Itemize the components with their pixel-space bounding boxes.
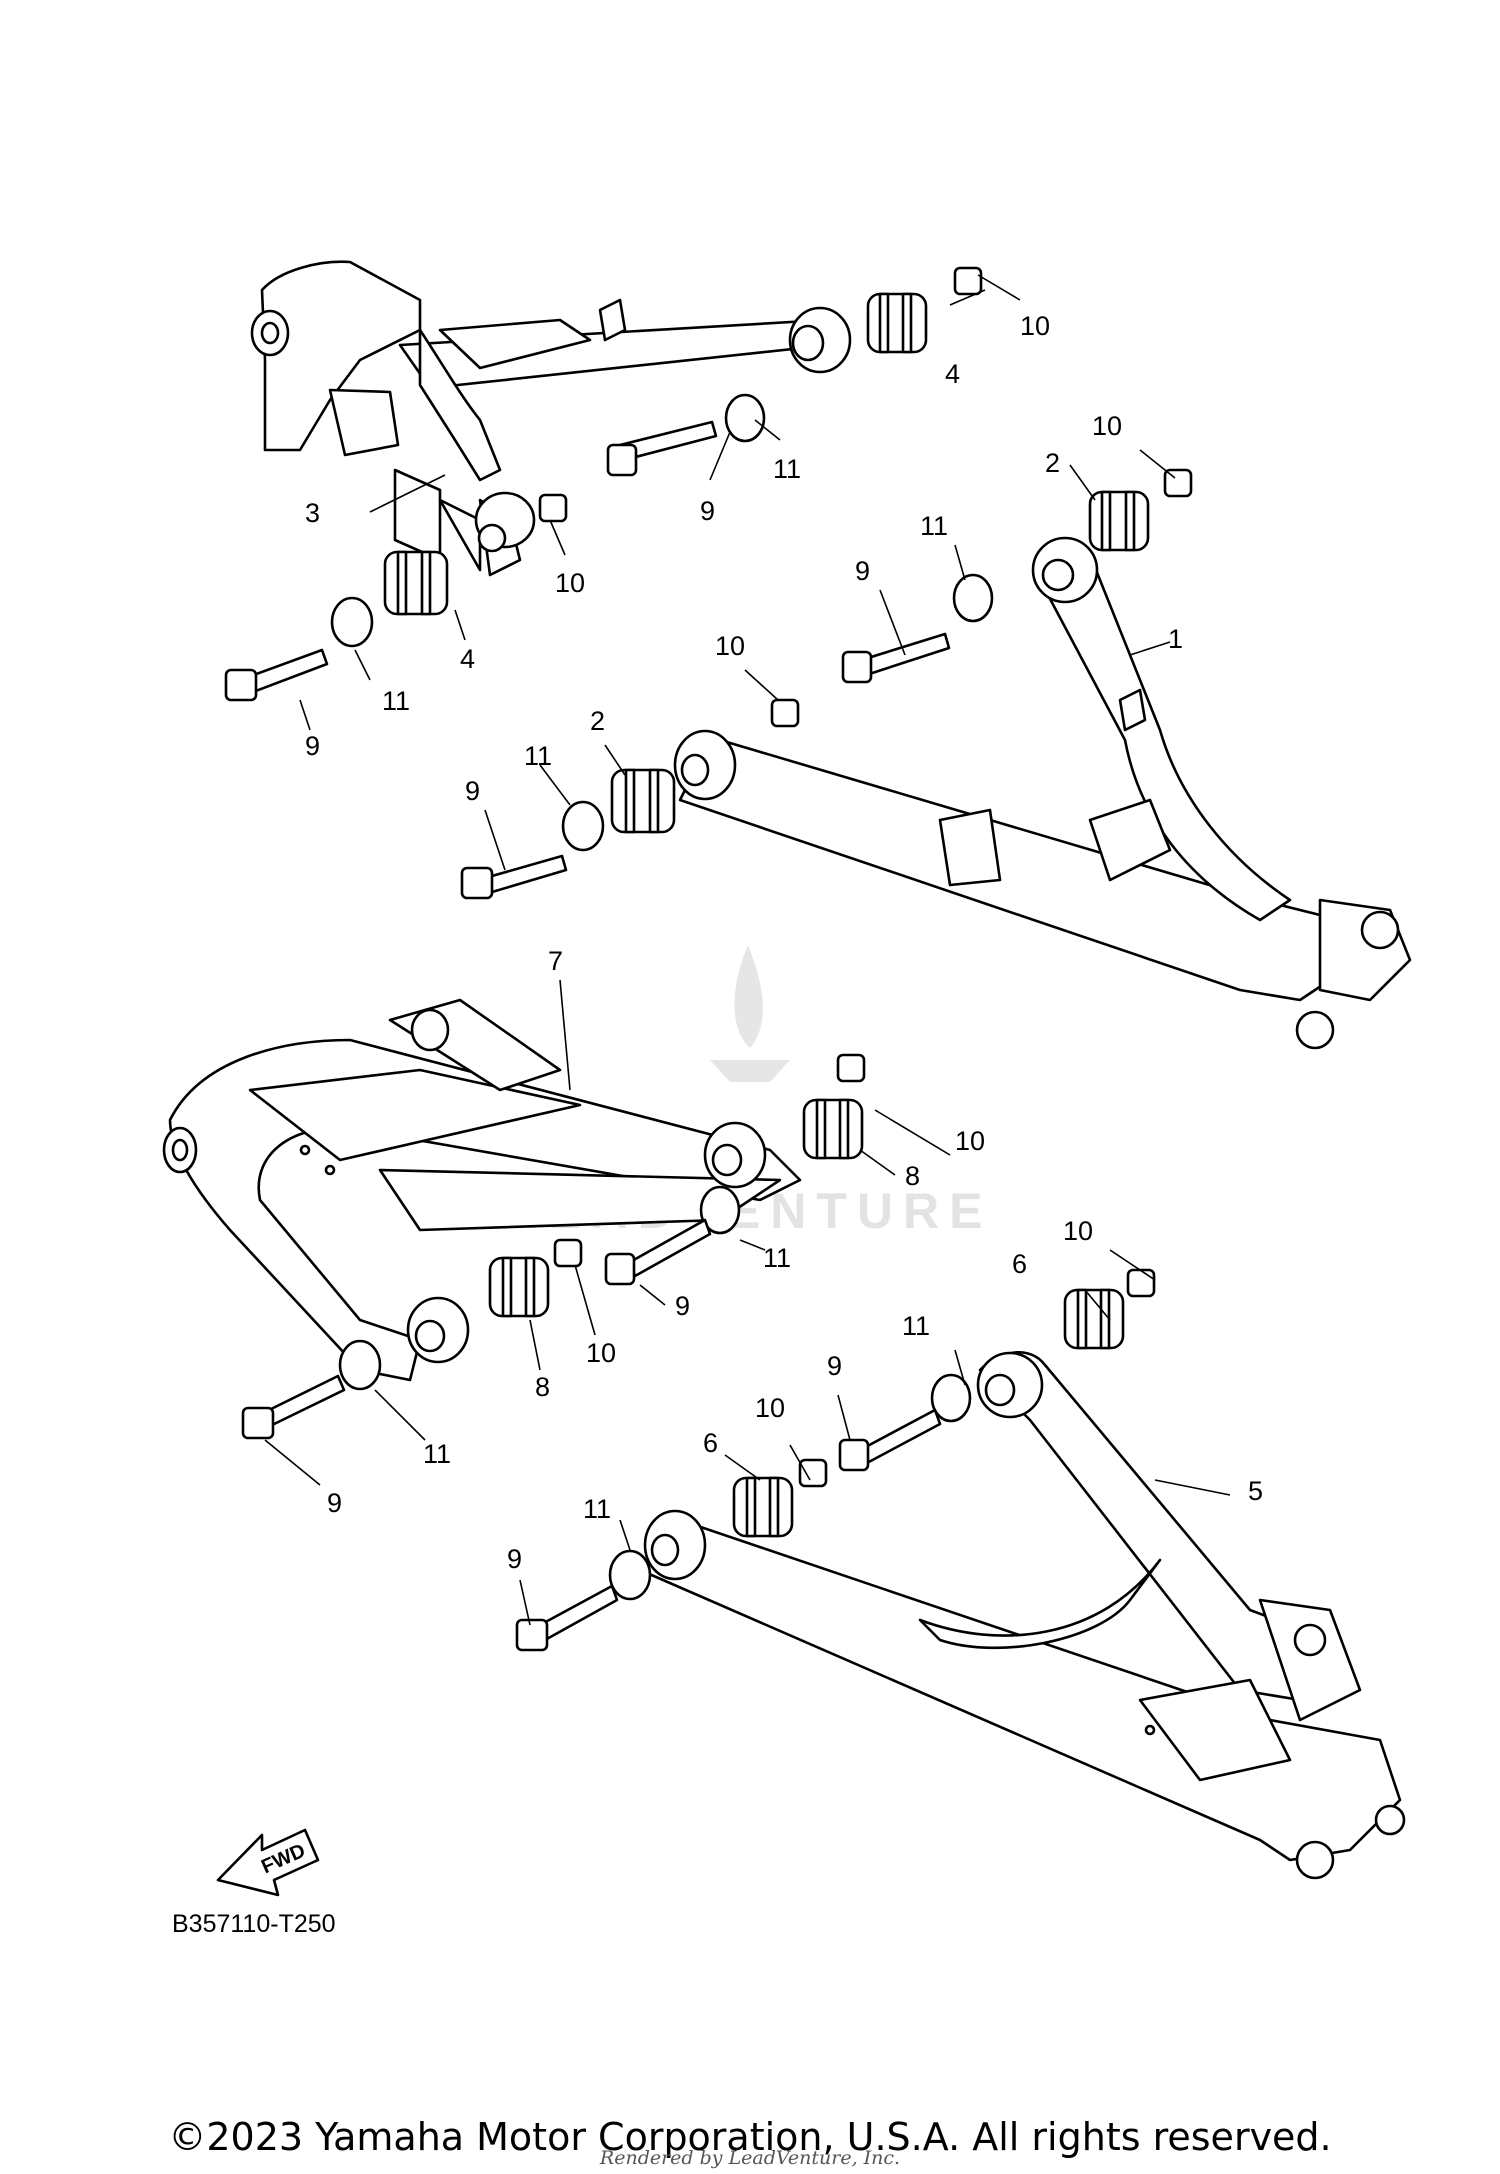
callout-11-d: 11 xyxy=(524,741,552,771)
callout-labels: 1 2 2 3 4 4 5 6 6 7 8 8 9 9 9 9 9 9 9 9 … xyxy=(305,311,1263,1574)
callout-9-a: 9 xyxy=(700,496,715,526)
rendered-by-notice: Rendered by LeadVenture, Inc. xyxy=(599,2147,901,2169)
callout-9-g: 9 xyxy=(827,1351,842,1381)
callout-11-a: 11 xyxy=(773,454,801,484)
leader-lines xyxy=(264,274,1231,1626)
callout-11-h: 11 xyxy=(583,1494,611,1524)
callout-10-g: 10 xyxy=(1063,1216,1093,1246)
callout-9-c: 9 xyxy=(855,556,870,586)
diagram-code: B357110-T250 xyxy=(172,1910,336,1938)
callout-4-upper: 4 xyxy=(945,359,960,389)
arm-5-lower-right xyxy=(638,1351,1406,1880)
callout-10-a: 10 xyxy=(1020,311,1050,341)
arm-1-upper-right xyxy=(673,536,1412,1050)
callout-11-b: 11 xyxy=(382,686,410,716)
callout-9-d: 9 xyxy=(465,776,480,806)
callout-9-f: 9 xyxy=(327,1488,342,1518)
arm-7-lower-left xyxy=(162,998,802,1382)
arm-3-upper-left xyxy=(250,260,852,577)
callout-11-c: 11 xyxy=(920,511,948,541)
hardware-group-1 xyxy=(460,468,1193,900)
callout-7: 7 xyxy=(548,946,563,976)
callout-3: 3 xyxy=(305,498,320,528)
callout-8-upper: 8 xyxy=(905,1161,920,1191)
callout-8-lower: 8 xyxy=(535,1372,550,1402)
callout-11-e: 11 xyxy=(763,1243,791,1273)
callout-9-b: 9 xyxy=(305,731,320,761)
callout-6-lower: 6 xyxy=(703,1428,718,1458)
callout-10-c: 10 xyxy=(1092,411,1122,441)
hardware-group-5 xyxy=(515,1268,1156,1652)
callout-10-h: 10 xyxy=(755,1393,785,1423)
callout-10-f: 10 xyxy=(586,1338,616,1368)
callout-11-f: 11 xyxy=(423,1439,451,1469)
callout-11-g: 11 xyxy=(902,1311,930,1341)
callout-9-e: 9 xyxy=(675,1291,690,1321)
fwd-arrow-icon: FWD xyxy=(216,1828,320,1897)
callout-2-lower: 2 xyxy=(590,706,605,736)
callout-9-h: 9 xyxy=(507,1544,522,1574)
callout-5: 5 xyxy=(1248,1476,1263,1506)
callout-6-upper: 6 xyxy=(1012,1249,1027,1279)
callout-1: 1 xyxy=(1168,624,1183,654)
hardware-group-3 xyxy=(224,266,983,702)
callout-2-upper: 2 xyxy=(1045,448,1060,478)
callout-4-lower: 4 xyxy=(460,644,475,674)
callout-10-e: 10 xyxy=(955,1126,985,1156)
copyright-notice: ©2023 Yamaha Motor Corporation, U.S.A. A… xyxy=(168,2115,1332,2159)
callout-10-b: 10 xyxy=(555,568,585,598)
callout-10-d: 10 xyxy=(715,631,745,661)
hardware-group-7 xyxy=(241,1053,866,1440)
